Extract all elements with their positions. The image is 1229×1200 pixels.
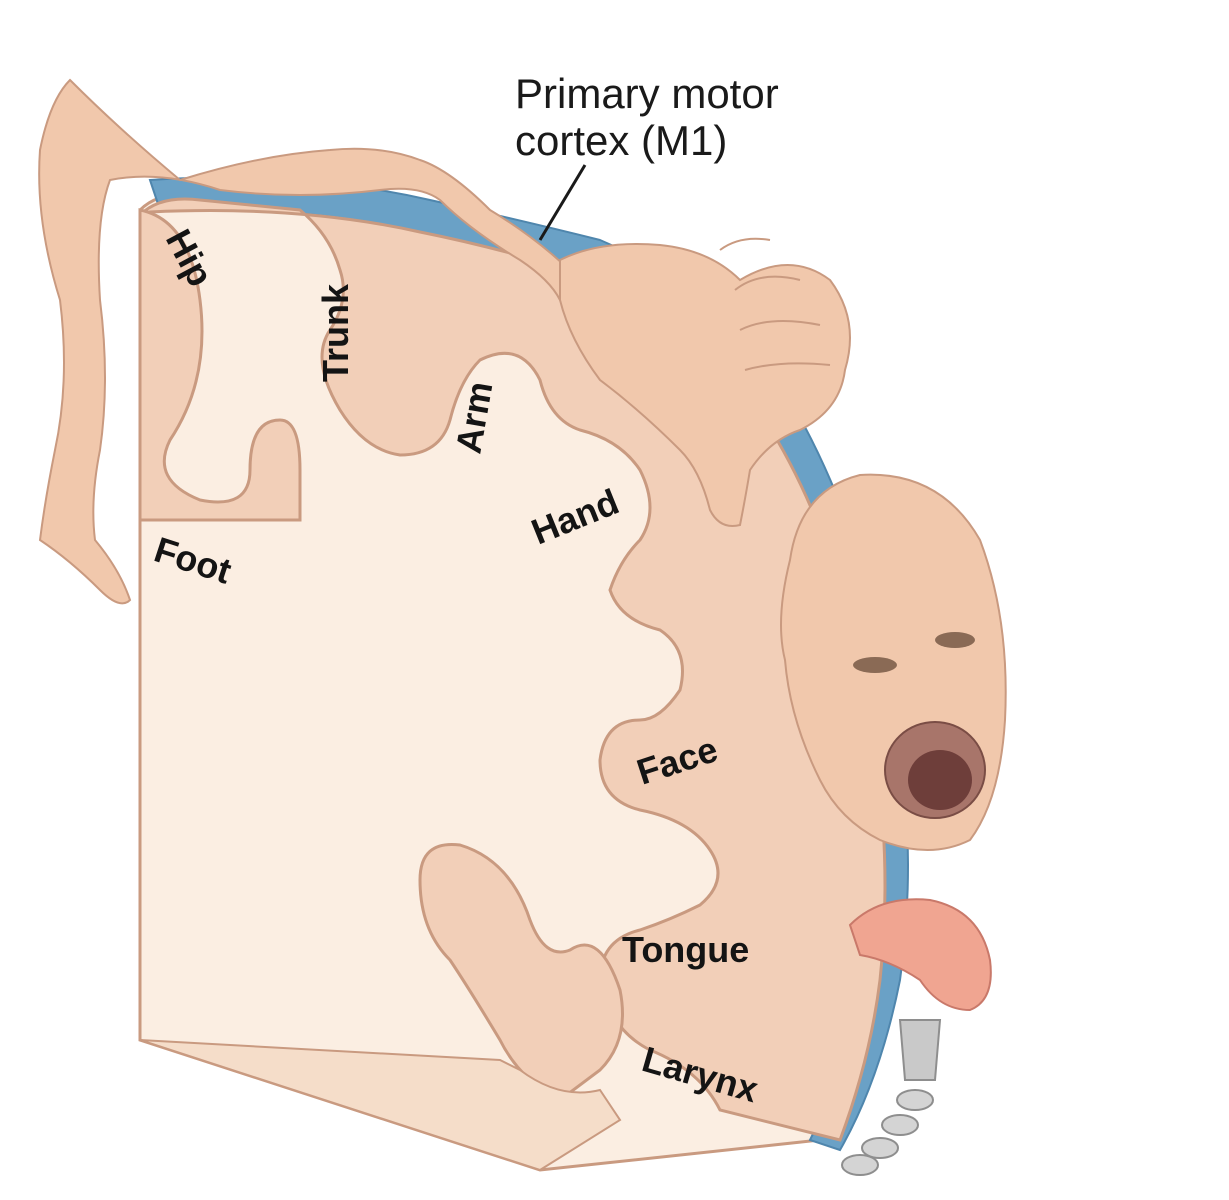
left-gyrus: [138, 208, 302, 522]
title-line-1: Primary motor: [515, 70, 779, 117]
label-tongue: Tongue: [622, 929, 749, 970]
title-leader-line: [538, 164, 587, 241]
title-line-2: cortex (M1): [515, 117, 727, 164]
head-illustration-icon: [780, 473, 1007, 851]
leg-illustration-icon: [38, 78, 582, 605]
slab-bottom-face: [139, 1039, 622, 1172]
fist-illustration-icon: [559, 237, 851, 527]
bottom-gyrus: [418, 842, 624, 1102]
tongue-illustration-icon: [848, 898, 992, 1012]
label-trunk: Trunk: [315, 283, 356, 382]
larynx-illustration-icon: [841, 1019, 942, 1176]
